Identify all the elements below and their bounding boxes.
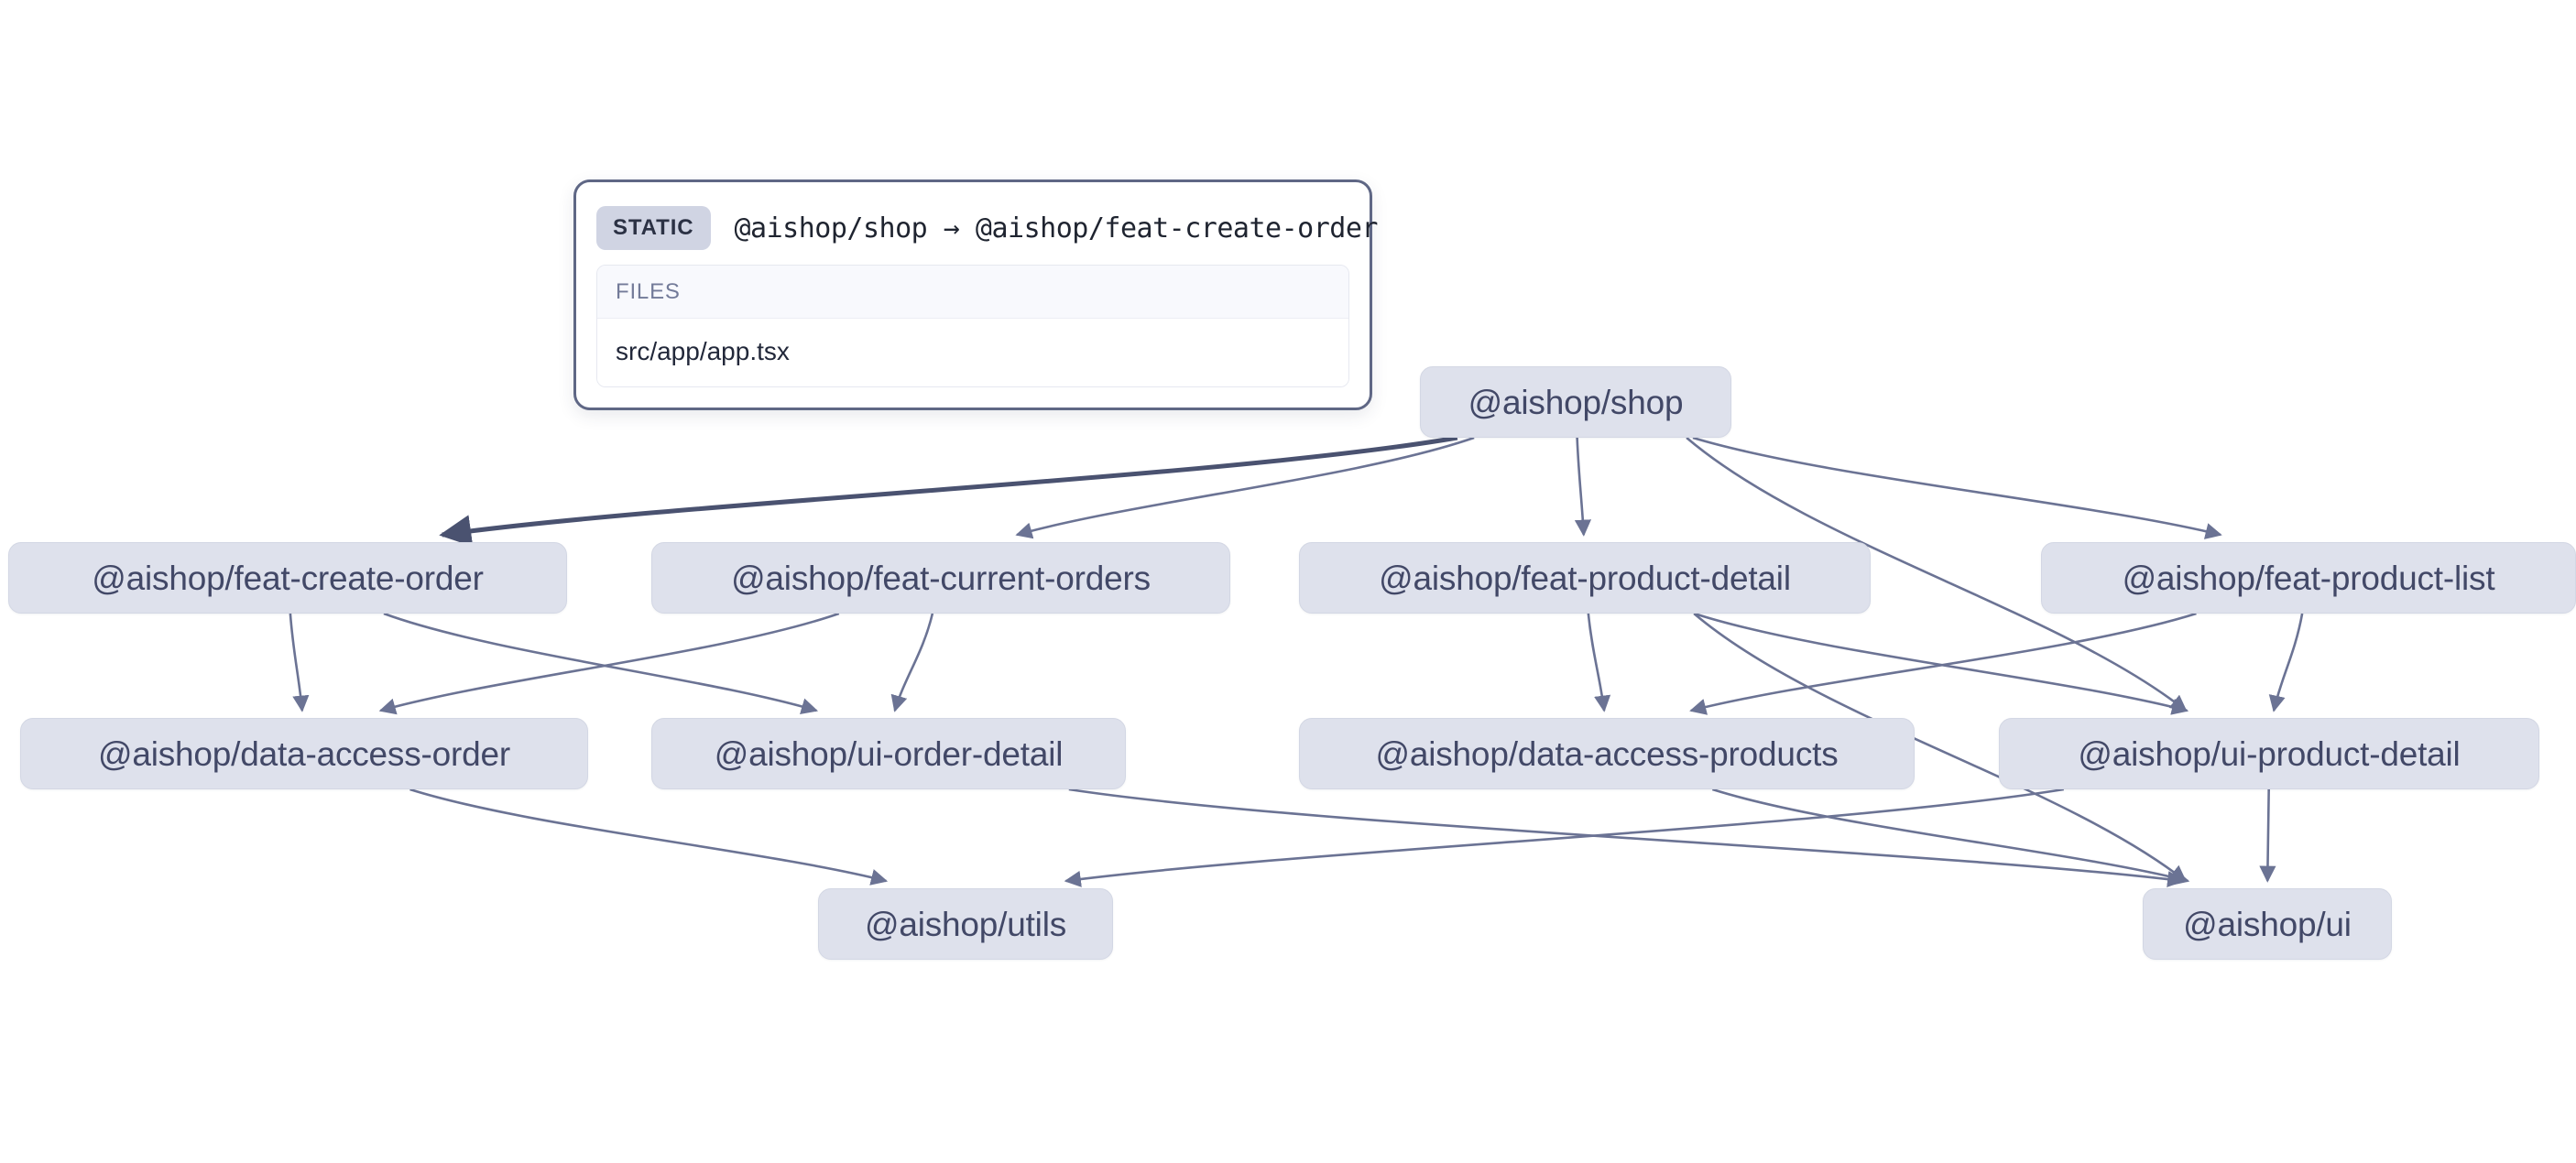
graph-node-feat-product-detail[interactable]: @aishop/feat-product-detail bbox=[1299, 542, 1871, 614]
graph-node-label: @aishop/utils bbox=[864, 905, 1067, 943]
graph-edge-feat-product-detail-to-data-access-products[interactable] bbox=[1587, 613, 1611, 712]
graph-node-label: @aishop/feat-current-orders bbox=[731, 559, 1151, 597]
graph-node-utils[interactable]: @aishop/utils bbox=[818, 888, 1113, 960]
graph-edge-feat-product-list-to-data-access-products[interactable] bbox=[1689, 612, 2197, 715]
graph-edge-shop-to-feat-create-order[interactable] bbox=[439, 435, 1458, 547]
tooltip-edge-title: @aishop/shop → @aishop/feat-create-order bbox=[734, 212, 1379, 245]
files-section-header: FILES bbox=[597, 266, 1348, 319]
graph-edge-data-access-products-to-ui[interactable] bbox=[1711, 788, 2190, 886]
graph-node-shop[interactable]: @aishop/shop bbox=[1420, 366, 1731, 438]
graph-edge-feat-product-list-to-ui-product-detail[interactable] bbox=[2268, 613, 2304, 712]
graph-edge-feat-create-order-to-data-access-order[interactable] bbox=[289, 613, 310, 712]
graph-edge-ui-order-detail-to-ui[interactable] bbox=[1068, 788, 2185, 888]
graph-node-ui-product-detail[interactable]: @aishop/ui-product-detail bbox=[1999, 718, 2539, 789]
file-row[interactable]: src/app/app.tsx bbox=[597, 319, 1348, 386]
graph-edge-ui-product-detail-to-ui[interactable] bbox=[2259, 788, 2276, 883]
graph-node-data-access-products[interactable]: @aishop/data-access-products bbox=[1299, 718, 1915, 789]
graph-node-ui-order-detail[interactable]: @aishop/ui-order-detail bbox=[651, 718, 1126, 789]
graph-edge-feat-product-detail-to-ui-product-detail[interactable] bbox=[1694, 612, 2189, 715]
graph-node-label: @aishop/feat-product-detail bbox=[1379, 559, 1791, 597]
graph-node-ui[interactable]: @aishop/ui bbox=[2143, 888, 2392, 960]
graph-node-feat-create-order[interactable]: @aishop/feat-create-order bbox=[8, 542, 567, 614]
files-panel: FILES src/app/app.tsx bbox=[596, 265, 1349, 387]
graph-node-label: @aishop/data-access-order bbox=[97, 734, 511, 773]
files-list: src/app/app.tsx bbox=[597, 319, 1348, 386]
graph-node-feat-product-list[interactable]: @aishop/feat-product-list bbox=[2041, 542, 2576, 614]
graph-node-label: @aishop/ui bbox=[2183, 905, 2352, 943]
graph-edge-data-access-order-to-utils[interactable] bbox=[409, 788, 889, 886]
graph-edge-ui-product-detail-to-utils[interactable] bbox=[1064, 788, 2065, 887]
graph-node-feat-current-orders[interactable]: @aishop/feat-current-orders bbox=[651, 542, 1230, 614]
graph-node-label: @aishop/ui-product-detail bbox=[2078, 734, 2461, 773]
static-badge: STATIC bbox=[596, 206, 711, 250]
graph-edge-feat-create-order-to-ui-order-detail[interactable] bbox=[383, 612, 819, 715]
graph-node-label: @aishop/ui-order-detail bbox=[714, 734, 1064, 773]
tooltip-header: STATIC @aishop/shop → @aishop/feat-creat… bbox=[596, 199, 1378, 265]
graph-edge-shop-to-feat-product-detail[interactable] bbox=[1574, 437, 1592, 537]
graph-edge-shop-to-feat-current-orders[interactable] bbox=[1015, 436, 1475, 539]
graph-node-label: @aishop/shop bbox=[1468, 383, 1684, 421]
graph-edge-shop-to-feat-product-list[interactable] bbox=[1692, 436, 2222, 539]
graph-node-data-access-order[interactable]: @aishop/data-access-order bbox=[20, 718, 588, 789]
graph-edge-feat-current-orders-to-ui-order-detail[interactable] bbox=[890, 613, 934, 712]
edge-tooltip-card[interactable]: STATIC @aishop/shop → @aishop/feat-creat… bbox=[573, 179, 1378, 410]
graph-node-label: @aishop/feat-create-order bbox=[92, 559, 484, 597]
graph-node-label: @aishop/feat-product-list bbox=[2122, 559, 2495, 597]
graph-node-label: @aishop/data-access-products bbox=[1375, 734, 1839, 773]
graph-edge-feat-current-orders-to-data-access-order[interactable] bbox=[378, 612, 840, 715]
